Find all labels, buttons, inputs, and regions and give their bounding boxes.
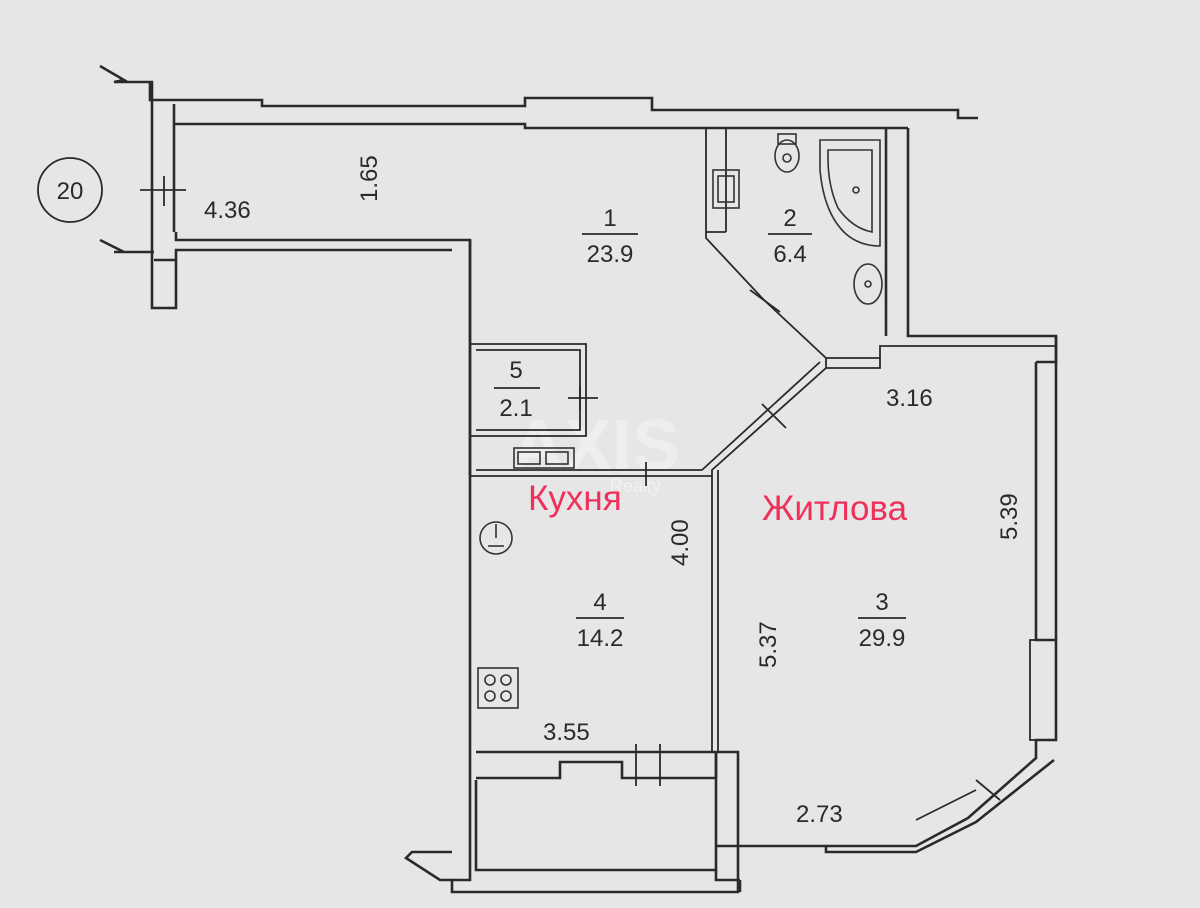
stove-icon — [477, 667, 519, 709]
kitchen-annotation: Кухня — [528, 479, 622, 518]
dimension-5-37: 5.37 — [755, 621, 782, 668]
plan-number-badge: 20 — [37, 157, 103, 223]
watermark-brand: AXIS — [512, 406, 680, 486]
dimension-4-00: 4.00 — [667, 519, 694, 566]
room-1-label: 1 23.9 — [582, 205, 638, 268]
room-4-label: 4 14.2 — [576, 589, 624, 652]
dimension-5-39: 5.39 — [996, 493, 1023, 540]
room-5-label: 5 2.1 — [494, 357, 540, 422]
room-5-area: 2.1 — [499, 395, 532, 422]
room-2-area: 6.4 — [773, 241, 806, 268]
room-labels: 1 23.9 2 6.4 5 2.1 4 14.2 3 29.9 — [494, 205, 906, 652]
sink-icon — [853, 263, 883, 305]
room-3-label: 3 29.9 — [858, 589, 906, 652]
fixtures — [477, 133, 883, 709]
annotations: Кухня Житлова — [528, 479, 908, 528]
plan-number: 20 — [57, 178, 84, 205]
kitchen-sink-icon — [513, 447, 575, 469]
room-3-area: 29.9 — [859, 625, 906, 652]
room-5-number: 5 — [509, 357, 522, 384]
door-marks — [140, 176, 787, 786]
boiler-icon — [712, 169, 740, 209]
dimension-3-55: 3.55 — [543, 719, 590, 746]
living-annotation: Житлова — [762, 489, 908, 528]
room-2-label: 2 6.4 — [768, 205, 812, 268]
dimension-2-73: 2.73 — [796, 801, 843, 828]
room-2-number: 2 — [783, 205, 796, 232]
dimensions: 4.36 1.65 3.16 5.39 4.00 5.37 3.55 2.73 — [204, 155, 1023, 828]
watermark-sub: Realty — [610, 476, 661, 496]
riser-icon — [479, 521, 513, 555]
dimension-4-36: 4.36 — [204, 197, 251, 224]
dimension-3-16: 3.16 — [886, 385, 933, 412]
room-4-area: 14.2 — [577, 625, 624, 652]
watermark: AXIS Realty — [512, 406, 680, 496]
room-1-area: 23.9 — [587, 241, 634, 268]
room-3-number: 3 — [875, 589, 888, 616]
toilet-icon — [774, 133, 800, 173]
bathtub-icon — [819, 139, 881, 247]
windows — [826, 639, 1057, 853]
room-1-number: 1 — [603, 205, 616, 232]
room-4-number: 4 — [593, 589, 606, 616]
dimension-1-65: 1.65 — [356, 155, 383, 202]
